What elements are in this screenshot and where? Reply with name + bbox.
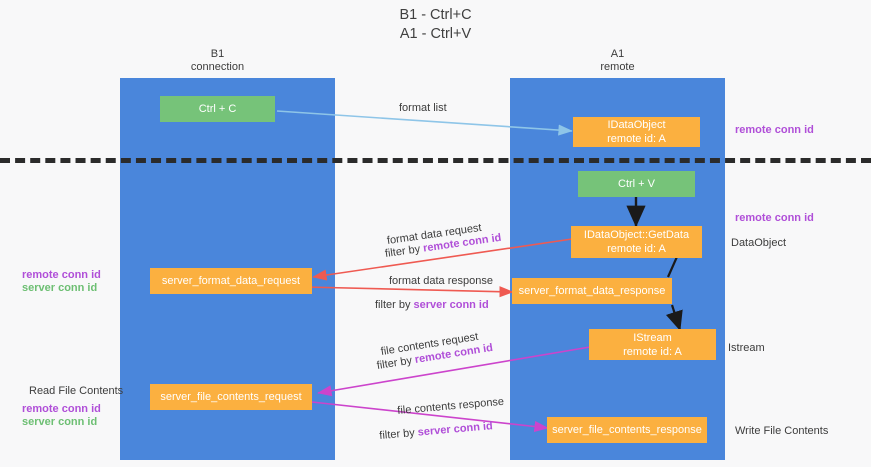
filter-key-server-conn-id: server conn id	[417, 420, 494, 439]
annotation-istream: Istream	[728, 342, 765, 354]
box-ctrl-c[interactable]: Ctrl + C	[160, 96, 275, 122]
edge-label-file-contents-response: file contents response	[397, 395, 505, 418]
edge-label-file-contents-response-text: file contents response	[396, 395, 505, 418]
edge-label-format-list: format list	[399, 102, 447, 114]
column-header-left: B1 connection	[190, 48, 245, 73]
box-ctrl-v[interactable]: Ctrl + V	[578, 171, 695, 197]
box-idataobject[interactable]: IDataObject remote id: A	[573, 117, 700, 147]
filter-prefix: filter by	[375, 299, 414, 311]
annotation-left-server-conn-id-2: server conn id	[22, 416, 98, 428]
filter-prefix: filter by	[384, 242, 425, 261]
filter-prefix: filter by	[378, 426, 419, 443]
box-server-file-contents-response[interactable]: server_file_contents_response	[547, 417, 707, 443]
box-server-format-data-response[interactable]: server_format_data_response	[512, 278, 672, 304]
annotation-write-file-contents: Write File Contents	[735, 425, 829, 437]
edge-label-format-data-response-filter: filter by server conn id	[375, 298, 489, 312]
box-server-format-data-request[interactable]: server_format_data_request	[150, 268, 312, 294]
annotation-left-remote-conn-id-2: remote conn id	[22, 403, 101, 415]
page-title: B1 - Ctrl+C A1 - Ctrl+V	[399, 7, 472, 42]
edge-label-format-data-response: format data response	[389, 275, 493, 287]
filter-key-server-conn-id: server conn id	[413, 299, 489, 311]
edge-label-file-contents-response-filter: filter by server conn id	[379, 419, 494, 443]
column-header-right: A1 remote	[600, 48, 635, 73]
box-istream[interactable]: IStream remote id: A	[589, 329, 716, 360]
annotation-left-remote-conn-id: remote conn id	[22, 269, 101, 281]
annotation-left-server-conn-id: server conn id	[22, 282, 98, 294]
annotation-read-file-contents: Read File Contents	[29, 385, 124, 397]
box-idataobject-getdata[interactable]: IDataObject::GetData remote id: A	[571, 226, 702, 258]
annotation-remote-conn-id-top: remote conn id	[735, 124, 814, 136]
section-divider	[0, 158, 871, 163]
annotation-dataobject: DataObject	[731, 237, 787, 249]
annotation-remote-conn-id-mid: remote conn id	[735, 212, 814, 224]
box-server-file-contents-request[interactable]: server_file_contents_request	[150, 384, 312, 410]
